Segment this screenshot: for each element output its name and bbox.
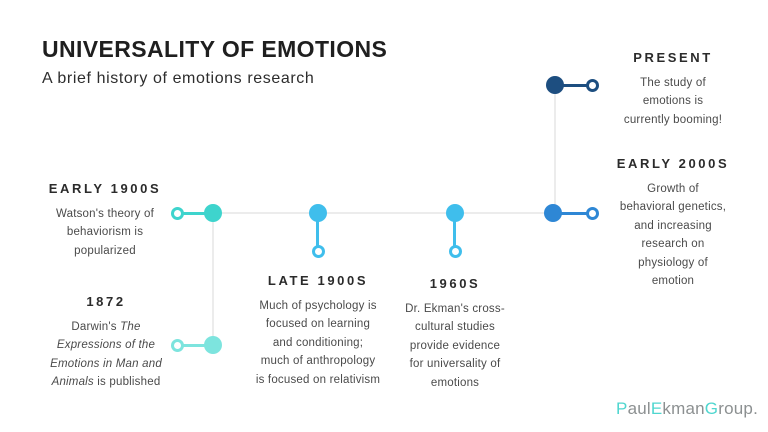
milestone-1872: 1872 Darwin's The Expressions of the Emo… xyxy=(44,294,168,392)
timeline-connector-early-2000s xyxy=(560,212,590,215)
brand-logo-part: kman xyxy=(662,399,705,418)
milestone-1960s: 1960S Dr. Ekman's cross- cultural studie… xyxy=(385,276,525,392)
milestone-label: EARLY 1900S xyxy=(48,181,162,196)
brand-logo-part: roup xyxy=(718,399,754,418)
milestone-body: Growth of behavioral genetics, and incre… xyxy=(619,183,727,287)
timeline-ring-1872 xyxy=(171,339,184,352)
milestone-body: Much of psychology is focused on learnin… xyxy=(255,300,381,386)
timeline-dot-early-2000s xyxy=(544,204,562,222)
brand-logo-part: P xyxy=(616,399,628,418)
milestone-body: Darwin's The Expressions of the Emotions… xyxy=(44,318,168,392)
timeline-branch-line-1872 xyxy=(212,213,214,345)
timeline-connector-present xyxy=(562,84,592,87)
timeline-ring-present xyxy=(586,79,599,92)
timeline-dot-late-1900s xyxy=(309,204,327,222)
page-subtitle: A brief history of emotions research xyxy=(42,70,315,87)
milestone-body: Dr. Ekman's cross- cultural studies prov… xyxy=(405,303,505,389)
timeline-connector-late-1900s xyxy=(316,220,319,247)
brand-logo: PaulEkmanGroup. xyxy=(616,399,758,419)
milestone-label: LATE 1900S xyxy=(267,273,369,288)
timeline-ring-late-1900s xyxy=(312,245,325,258)
milestone-label: 1960S xyxy=(429,276,481,291)
milestone-body-book-title: The Expressions of the Emotions in Man a… xyxy=(50,321,162,389)
timeline-connector-1960s xyxy=(453,220,456,247)
timeline-ring-early-2000s xyxy=(586,207,599,220)
timeline-connector-1872 xyxy=(179,344,209,347)
milestone-body-prefix: Darwin's xyxy=(71,321,121,333)
timeline-connector-early-1900s xyxy=(179,212,209,215)
timeline-dot-1872 xyxy=(204,336,222,354)
milestone-label: 1872 xyxy=(86,294,126,309)
timeline-main-line xyxy=(213,212,553,214)
milestone-body: The study of emotions is currently boomi… xyxy=(623,77,723,126)
brand-logo-part: E xyxy=(650,399,663,418)
timeline-dot-early-1900s xyxy=(204,204,222,222)
milestone-body: Watson's theory of behaviorism is popula… xyxy=(55,208,155,257)
brand-logo-part: G xyxy=(704,399,719,418)
milestone-label: EARLY 2000S xyxy=(616,156,730,171)
timeline-branch-line-present xyxy=(554,86,556,213)
milestone-present: PRESENT The study of emotions is current… xyxy=(606,50,740,129)
milestone-body-suffix: is published xyxy=(93,376,161,389)
milestone-early-1900s: EARLY 1900S Watson's theory of behaviori… xyxy=(30,181,180,260)
timeline-ring-1960s xyxy=(449,245,462,258)
timeline-ring-early-1900s xyxy=(171,207,184,220)
milestone-label: PRESENT xyxy=(633,50,713,65)
brand-logo-mark: . xyxy=(753,399,758,418)
milestone-early-2000s: EARLY 2000S Growth of behavioral genetic… xyxy=(600,156,746,290)
brand-logo-part: aul xyxy=(627,399,651,418)
milestone-late-1900s: LATE 1900S Much of psychology is focused… xyxy=(238,273,398,389)
timeline-dot-present xyxy=(546,76,564,94)
page-title: UNIVERSALITY OF EMOTIONS xyxy=(42,36,388,62)
timeline-dot-1960s xyxy=(446,204,464,222)
